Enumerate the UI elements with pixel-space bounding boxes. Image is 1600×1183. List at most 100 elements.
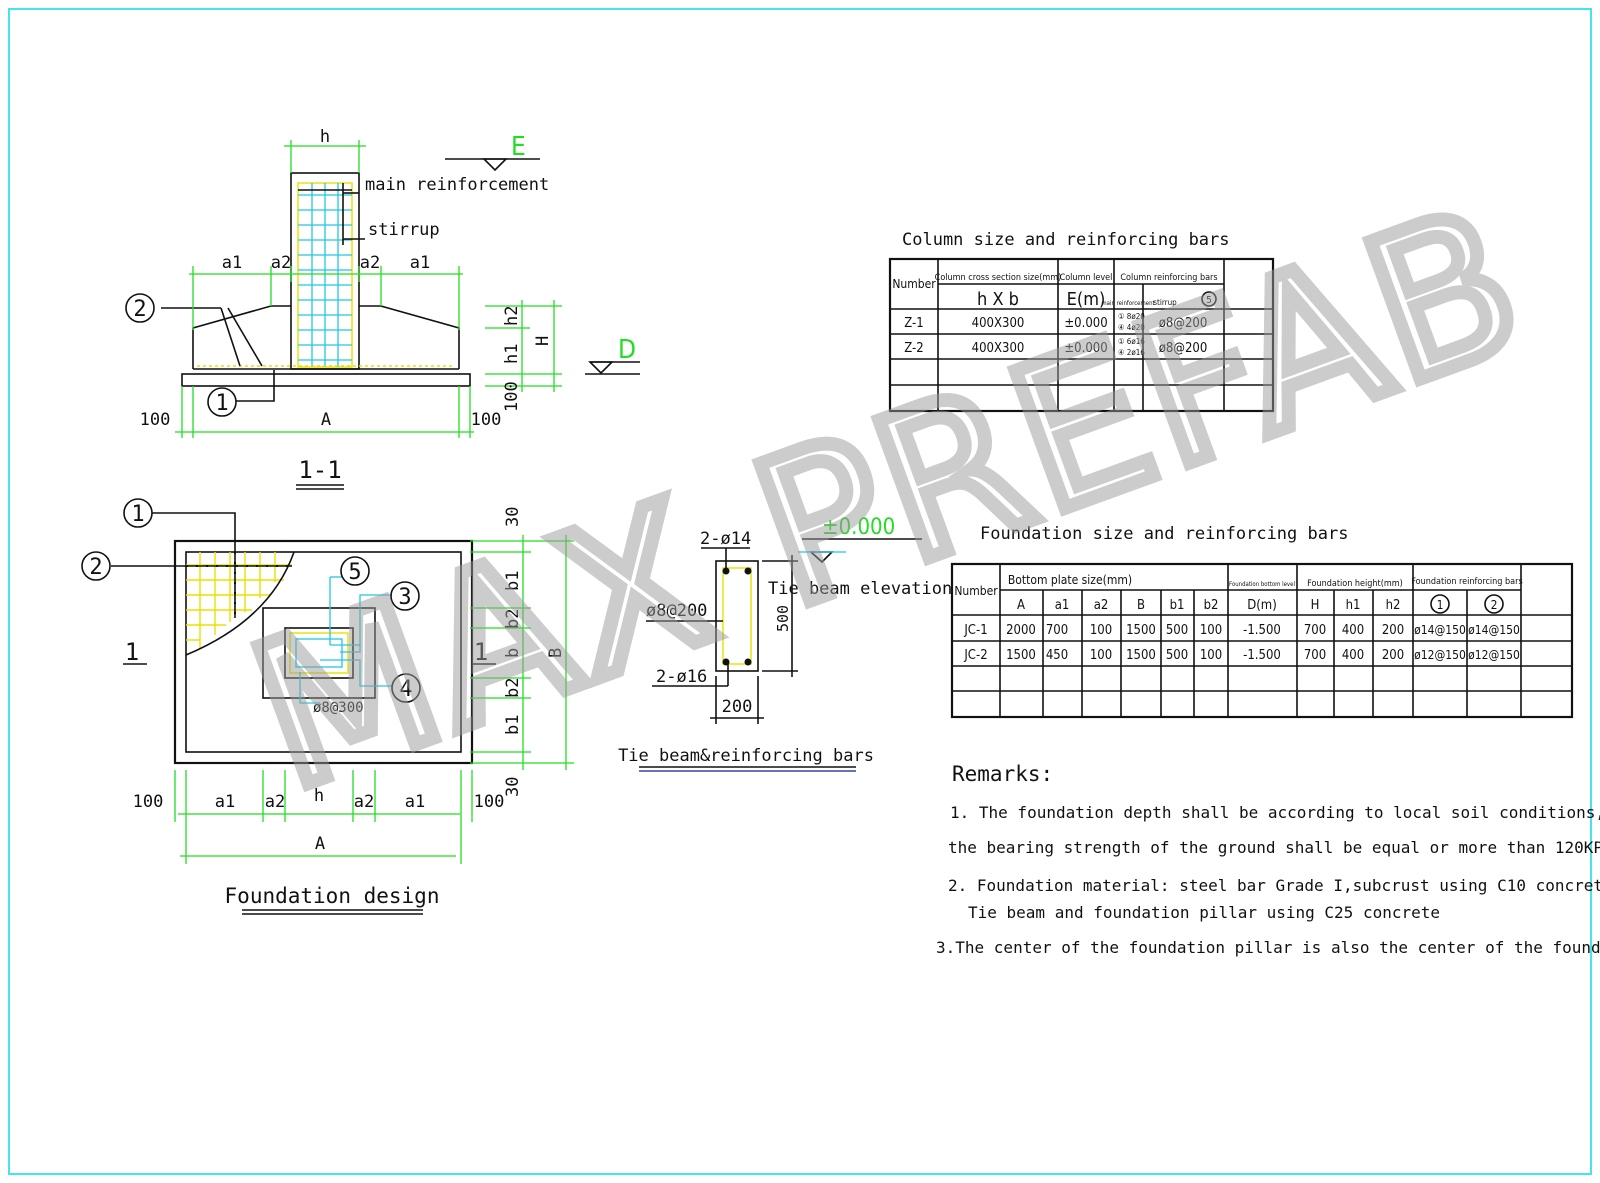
fnd-row1-b1: 500 (1166, 623, 1188, 638)
fnd-hdr-h2: h2 (1386, 598, 1401, 613)
fnd-row1-b2: 100 (1200, 623, 1222, 638)
fnd-row1-D: -1.500 (1243, 623, 1281, 638)
col-hdr-em: E(m) (1067, 289, 1106, 310)
main-reinforcement-label: main reinforcement (365, 175, 549, 195)
remarks-title: Remarks: (952, 762, 1053, 786)
drawing-frame (8, 8, 1592, 1175)
col-row2-size: 400X300 (972, 341, 1025, 356)
dim-100-right: 100 (471, 410, 502, 430)
fnd-row1-r1: ø14@150 (1414, 623, 1466, 637)
fnd-row2-H: 700 (1304, 648, 1326, 663)
plan-pedestal-ties (295, 576, 392, 704)
col-row2-main2: ④ 2ø16 (1118, 348, 1145, 357)
fnd-hdr-r2-circle (1484, 594, 1504, 614)
plan-callout-4-circle (391, 673, 421, 703)
plan-leader-1 (152, 512, 236, 618)
plan-callout-2-circle (81, 551, 111, 581)
fnd-hdr-r1: 1 (1437, 598, 1444, 612)
tie-beam-top-bar-r (744, 567, 752, 575)
foundation-table-grid (952, 564, 1572, 717)
tie-beam-bot-bar-r (744, 658, 752, 666)
plan-inner (185, 551, 462, 753)
plan-callout-1-circle (123, 498, 153, 528)
plan-column (284, 627, 354, 679)
section-title: 1-1 (298, 456, 341, 484)
plan-callout-1: 1 (131, 502, 144, 527)
fnd-hdr-bottom: Bottom plate size(mm) (1008, 573, 1132, 587)
col-hdr-5-circle (1201, 291, 1217, 307)
level-D-triangle (588, 361, 614, 375)
dim-a2-left: a2 (271, 253, 291, 273)
dim-vertical-chain (485, 300, 562, 392)
fnd-row2-r1: ø12@150 (1414, 648, 1466, 662)
plan-dim-A: A (315, 834, 325, 854)
column-table: Column size and reinforcing bars Number … (888, 230, 1275, 413)
plan-outer (173, 539, 474, 765)
col-row1-size: 400X300 (972, 316, 1025, 331)
tie-beam-dims (710, 555, 798, 724)
fnd-hdr-H: H (1311, 598, 1320, 613)
callout-2-circle (125, 293, 155, 323)
fnd-row1-h2: 200 (1382, 623, 1404, 638)
dim-a-chain (189, 266, 463, 330)
fnd-row1-h1: 400 (1342, 623, 1364, 638)
plan-dim-b2-bottom: b2 (503, 678, 523, 698)
col-row1-level: ±0.000 (1064, 316, 1107, 331)
dim-h-label: h (320, 127, 330, 147)
plan-dim-30-bottom: 30 (503, 777, 523, 797)
dim-100-left: 100 (140, 410, 171, 430)
dim-A-label: A (321, 410, 331, 430)
col-row2-stirrup: ø8@200 (1159, 341, 1208, 356)
plan-section-mark-left: 1 (125, 638, 139, 666)
fnd-hdr-h1: h1 (1346, 598, 1361, 613)
col-hdr-section: Column cross section size(mm) (935, 273, 1062, 283)
plan-mesh-break (185, 551, 295, 656)
fnd-hdr-number: Number (954, 584, 998, 598)
remark-3: 3.The center of the foundation pillar is… (936, 938, 1600, 957)
dim-A-bottom (175, 386, 474, 438)
col-hdr-bars: Column reinforcing bars (1120, 273, 1217, 283)
footing-left-slope (192, 305, 291, 369)
tie-beam-top-bars: 2-ø14 (700, 529, 751, 549)
plan-stirrup-spec: ø8@300 (313, 700, 364, 716)
fnd-hdr-b2: b2 (1204, 598, 1219, 613)
fnd-hdr-a2: a2 (1094, 598, 1109, 613)
fnd-hdr-r2: 2 (1491, 598, 1498, 612)
column-table-grid (890, 259, 1273, 411)
plan-callout-3-circle (390, 581, 420, 611)
remark-1-cont: the bearing strength of the ground shall… (948, 838, 1600, 857)
fnd-row1-r2: ø14@150 (1468, 623, 1520, 637)
plan-callout-5: 5 (348, 560, 361, 585)
tie-beam-height: 500 (774, 605, 792, 632)
plan-dim-a1-right: a1 (405, 792, 425, 812)
plan-column-rebar (289, 632, 349, 674)
callout-2-label: 2 (133, 297, 146, 322)
dim-a1-right: a1 (410, 253, 430, 273)
fnd-row1-A: 2000 (1006, 623, 1036, 638)
remark-2: 2. Foundation material: steel bar Grade … (948, 876, 1600, 895)
remark-2-cont: Tie beam and foundation pillar using C25… (968, 903, 1440, 922)
dim-h1: h1 (502, 344, 522, 364)
fnd-row2-B: 1500 (1126, 648, 1156, 663)
fnd-row2-r2: ø12@150 (1468, 648, 1520, 662)
footing-right-slope (359, 305, 460, 369)
level-D-label: D (618, 335, 636, 365)
tie-beam-title: Tie beam&reinforcing bars (618, 746, 874, 766)
leader-2a (220, 307, 241, 367)
col-row1-stirrup: ø8@200 (1159, 316, 1208, 331)
tie-beam-top-bar-l (722, 567, 730, 575)
col-hdr-stirrup: stirrup (1153, 298, 1177, 307)
fnd-row2-D: -1.500 (1243, 648, 1281, 663)
col-hdr-level: Column level (1060, 273, 1113, 283)
tie-beam-stirrups: ø8@200 (646, 601, 707, 621)
col-hdr-hxb: h X b (977, 289, 1019, 310)
fnd-row2-number: JC-2 (963, 648, 987, 663)
plan-dim-vertical (470, 535, 574, 770)
plan-callout-3: 3 (398, 585, 411, 610)
level-E-triangle (482, 158, 508, 172)
plan-dim-30-top: 30 (503, 507, 523, 527)
level-E-label: E (511, 132, 526, 162)
column-stirrups (298, 183, 352, 367)
tie-beam-section: 2-ø14 ø8@200 2-ø16 200 500 ±0.000 Tie be… (618, 515, 952, 772)
plan-dim-b2-top: b2 (503, 609, 523, 629)
